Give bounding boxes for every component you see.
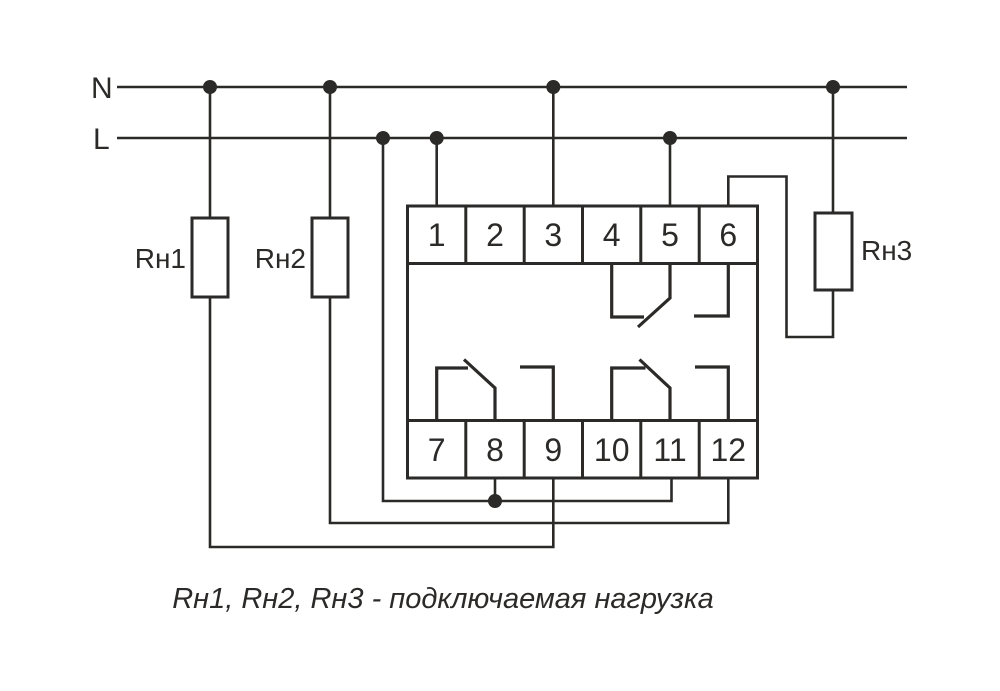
junction-dot-l-common	[376, 131, 390, 145]
contact-terminal10	[610, 366, 646, 421]
terminal-number-2: 2	[486, 217, 504, 253]
contact-blade-terminal5	[636, 263, 672, 329]
terminal-number-8: 8	[486, 432, 504, 468]
line-common-wire	[381, 138, 673, 503]
load1-label: Rн1	[135, 243, 186, 274]
line-bus-label: L	[93, 123, 110, 156]
contact-terminal6	[694, 263, 730, 318]
terminal-number-7: 7	[428, 432, 446, 468]
diagram-caption: Rн1, Rн2, Rн3 - подключаемая нагрузка	[172, 583, 714, 615]
terminal-number-4: 4	[603, 217, 621, 253]
junction-dot-l-terminal1	[429, 131, 444, 145]
contact-terminal4	[610, 263, 644, 319]
contact-blade-terminal8	[462, 358, 497, 421]
contact-terminal9	[520, 365, 555, 421]
load2-resistor-box	[310, 216, 350, 299]
terminal-number-5: 5	[661, 217, 679, 253]
terminal-number-1: 1	[428, 217, 446, 253]
load3-label: Rн3	[861, 235, 912, 266]
neutral-bus-label: N	[91, 72, 113, 105]
junction-dot-terminal8	[488, 494, 502, 508]
junction-dot-n-load2	[323, 80, 337, 94]
load2-return-wire	[328, 297, 730, 525]
junction-dot-n-terminal3	[546, 80, 561, 94]
junction-dot-l-terminal5	[663, 131, 677, 145]
contact-terminal7	[435, 366, 468, 421]
junction-dot-n-load3	[826, 80, 840, 94]
load3-resistor-box	[813, 211, 854, 292]
load3-return-wire	[727, 175, 835, 339]
junction-dot-n-load1	[203, 80, 217, 94]
terminal-number-11: 11	[653, 432, 686, 468]
load1-resistor-box	[190, 216, 230, 299]
load1-return-wire	[208, 297, 555, 549]
terminal-number-10: 10	[594, 432, 630, 468]
contact-blade-terminal11	[638, 358, 672, 421]
terminal-number-9: 9	[544, 432, 562, 468]
terminal-number-6: 6	[719, 217, 737, 253]
terminal-number-12: 12	[711, 432, 747, 468]
terminal-number-3: 3	[544, 217, 562, 253]
contact-terminal12	[695, 365, 730, 421]
load2-label: Rн2	[255, 243, 306, 274]
